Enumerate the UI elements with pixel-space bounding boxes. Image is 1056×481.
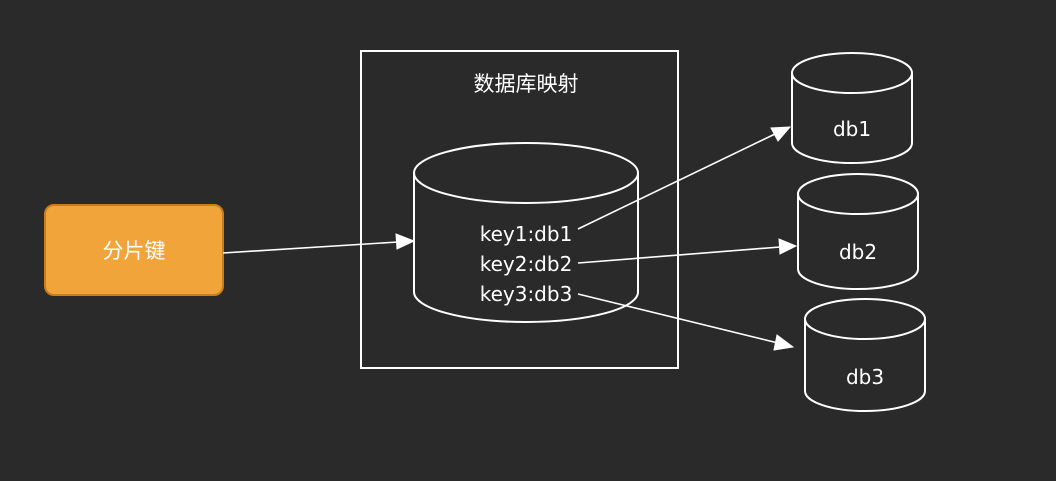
db2-label: db2 [839, 240, 877, 264]
arrow-shardkey-head [395, 233, 416, 250]
db3-cylinder-body [804, 319, 926, 412]
mapping-entry-key1: key1:db1 [480, 222, 573, 246]
database-db2[interactable]: db2 [797, 173, 919, 290]
db3-cylinder-top [804, 298, 926, 340]
database-db3[interactable]: db3 [804, 298, 926, 412]
shard-key-label: 分片键 [103, 239, 166, 263]
arrow-key1-line [577, 133, 776, 230]
db3-label: db3 [846, 365, 884, 389]
mapping-cylinder-top [413, 142, 639, 204]
db2-cylinder-top [797, 173, 919, 215]
mapping-cylinder [413, 142, 639, 323]
arrow-key3-head [773, 334, 795, 351]
db1-cylinder-body [791, 73, 913, 164]
mapping-frame [360, 50, 679, 369]
arrow-key3-to-db3 [577, 293, 795, 351]
db1-label: db1 [833, 117, 871, 141]
shard-key-box [44, 204, 224, 296]
arrow-key2-line [577, 246, 781, 264]
db1-cylinder-top [791, 52, 913, 94]
mapping-container[interactable]: 数据库映射 key1:db1 key2:db2 key3:db3 [360, 50, 679, 369]
arrow-shardkey-to-mapping [222, 233, 416, 254]
mapping-entry-key3: key3:db3 [480, 282, 573, 306]
mapping-cylinder-body [413, 173, 639, 323]
arrow-key2-to-db2 [577, 238, 798, 264]
arrow-key3-line [577, 293, 779, 344]
arrow-key1-to-db1 [577, 126, 792, 230]
mapping-title: 数据库映射 [474, 72, 579, 96]
arrow-key2-head [778, 238, 798, 255]
db2-cylinder-body [797, 194, 919, 290]
database-db1[interactable]: db1 [791, 52, 913, 164]
arrow-shardkey-line [222, 241, 399, 254]
shard-key-node[interactable]: 分片键 [44, 204, 224, 296]
mapping-entry-key2: key2:db2 [480, 252, 573, 276]
arrow-key1-head [770, 126, 792, 142]
